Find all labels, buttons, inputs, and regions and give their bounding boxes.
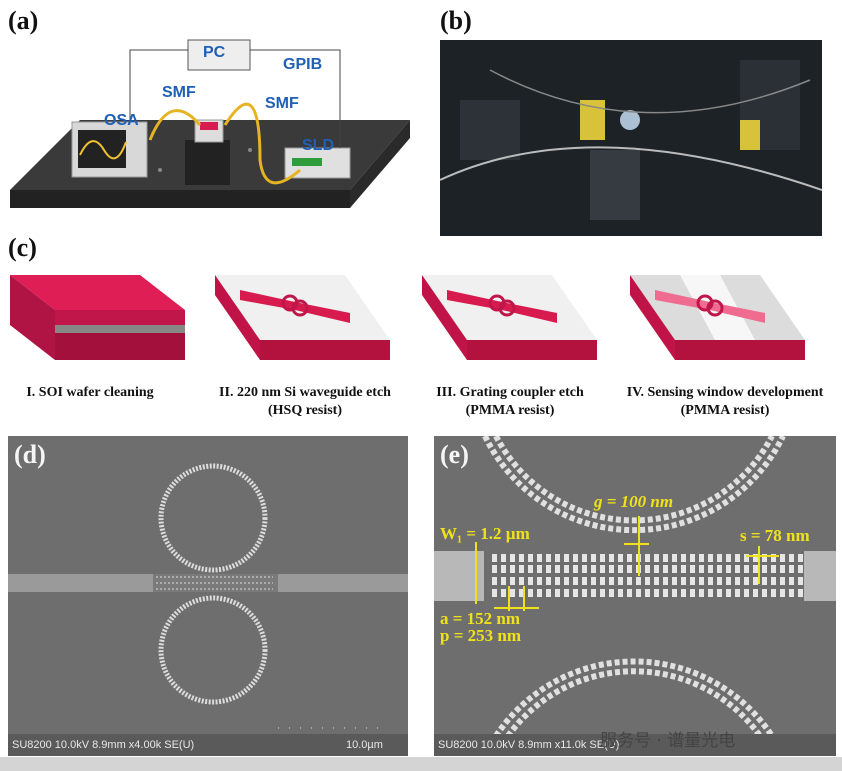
fabrication-steps — [10, 275, 805, 360]
panel-e-label: (e) — [440, 440, 469, 469]
smf-right-label: SMF — [265, 95, 299, 112]
spacing-annotation: s = 78 nm — [740, 526, 810, 545]
upper-ring-arc-inner — [493, 436, 775, 524]
sem-image-d: (d) SU8200 10.0kV 8.9mm x4.00k SE(U) 10.… — [8, 436, 408, 756]
osa-label: OSA — [104, 112, 139, 129]
lower-ring-arc-inner — [505, 668, 763, 738]
lab-photo — [440, 40, 822, 236]
panel-c-label: (c) — [8, 233, 37, 262]
sld-label: SLD — [302, 137, 334, 154]
panel-a-label: (a) — [8, 6, 39, 35]
scale-bar-d: 10.0µm — [346, 739, 383, 751]
step-4-caption: IV. Sensing window development(PMMA resi… — [626, 385, 824, 418]
a-annotation: a = 152 nm — [440, 609, 521, 628]
gap-annotation: g = 100 nm — [594, 492, 674, 511]
watermark: 服务号 · 谱量光电 — [600, 731, 736, 751]
panel-b-label: (b) — [440, 6, 472, 35]
smf-left-label: SMF — [162, 84, 196, 101]
sem-info-e: SU8200 10.0kV 8.9mm x11.0k SE(U) — [438, 739, 620, 751]
step-3-caption: III. Grating coupler etch(PMMA resist) — [436, 385, 584, 418]
period-annotation: p = 253 nm — [440, 626, 522, 645]
sem-image-e: (e) g = 100 nm W₁ = 1.2 µm s = 78 nm a =… — [434, 436, 836, 756]
width-annotation: W₁ = 1.2 µm — [440, 524, 530, 543]
step-2-caption: II. 220 nm Si waveguide etch(HSQ resist) — [219, 385, 391, 418]
bottom-bar — [0, 757, 842, 771]
upper-ring-arc-outer — [482, 436, 786, 534]
gpib-label: GPIB — [283, 56, 323, 73]
lower-ring-resonator — [158, 595, 268, 705]
step-1-caption: I. SOI wafer cleaning — [26, 385, 154, 400]
panel-d-label: (d) — [14, 440, 46, 469]
setup-schematic — [10, 39, 410, 208]
upper-ring-resonator — [158, 463, 268, 573]
sem-info-d: SU8200 10.0kV 8.9mm x4.00k SE(U) — [12, 739, 195, 751]
pc-label: PC — [203, 44, 226, 61]
lower-ring-arc-outer — [493, 658, 775, 738]
